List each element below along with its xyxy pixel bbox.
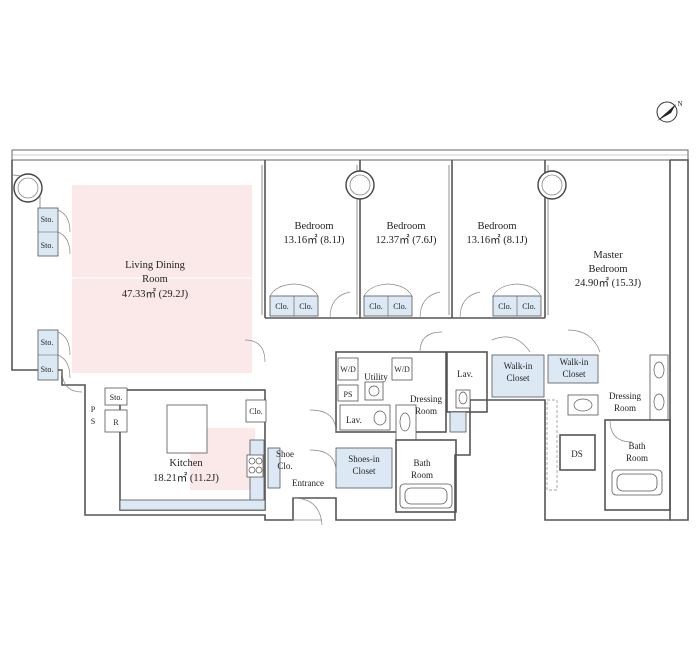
pipe-shaft: [546, 399, 558, 491]
storage-label-2: Sto.: [41, 241, 54, 250]
bedroom3-area: 13.16㎡ (8.1J): [467, 234, 528, 246]
kitchen-area: 18.21㎡ (11.2J): [153, 472, 219, 484]
closet-label-b2b: Clo.: [393, 302, 407, 311]
ps-label: PS: [344, 390, 353, 399]
closet-label-b3b: Clo.: [522, 302, 536, 311]
shoe-label: Shoe: [276, 449, 294, 459]
master-name-2: Bedroom: [588, 264, 627, 275]
closet-label-b3a: Clo.: [498, 302, 512, 311]
bedroom1-name: Bedroom: [294, 221, 333, 232]
washer-dryer-label-2: W/D: [394, 365, 410, 374]
bedroom2-name: Bedroom: [386, 221, 425, 232]
shoe-closet-label: Clo.: [277, 461, 292, 471]
dressing-label-1: Dressing: [410, 394, 442, 404]
washer-dryer-label-1: W/D: [340, 365, 356, 374]
structural-columns: [13, 170, 567, 203]
kitchen-storage-label: Sto.: [110, 393, 123, 402]
master-dressing: [567, 354, 669, 421]
ds-duct: [559, 434, 596, 471]
north-compass-icon: N: [656, 100, 683, 123]
master-name: Master: [593, 250, 623, 261]
bath-room-label-1: Room: [411, 470, 433, 480]
ps-p-label: P: [91, 405, 96, 414]
bath-label-1: Bath: [414, 458, 431, 468]
shoes-in-closet-label: Closet: [352, 466, 376, 476]
living-storage-units: [37, 207, 71, 381]
lav-2-fixtures: [446, 351, 488, 433]
walkin-closet-label-1: Closet: [506, 373, 530, 383]
storage-label-3: Sto.: [41, 338, 54, 347]
kitchen-name: Kitchen: [169, 458, 203, 469]
bedroom-walls: [261, 160, 549, 319]
bedroom-closets: [269, 283, 542, 319]
living-room-name-2: Room: [142, 274, 168, 285]
utility-label: Utility: [364, 372, 388, 382]
kitchen-fixtures: [104, 387, 267, 511]
entrance-area: [267, 447, 393, 526]
refrigerator-label: R: [113, 418, 119, 427]
bedroom3-name: Bedroom: [477, 221, 516, 232]
walk-in-closets: [491, 354, 599, 398]
living-room-name: Living Dining: [125, 260, 186, 271]
dressing-room-label-1: Room: [415, 406, 437, 416]
living-room-area: 47.33㎡ (29.2J): [122, 288, 189, 300]
ps-s-label: S: [91, 417, 95, 426]
bedroom1-area: 13.16㎡ (8.1J): [284, 234, 345, 246]
balcony-strip: [11, 149, 689, 161]
bedroom2-area: 12.37㎡ (7.6J): [376, 234, 437, 246]
lav-label-1: Lav.: [346, 415, 362, 425]
shoes-in-label: Shoes-in: [348, 454, 380, 464]
closet-label-b1b: Clo.: [299, 302, 313, 311]
kitchen-closet-label: Clo.: [249, 407, 263, 416]
bath-label-2: Bath: [629, 441, 646, 451]
lav-label-2: Lav.: [457, 369, 473, 379]
bath-room-label-2: Room: [626, 453, 648, 463]
right-wall: [670, 159, 689, 521]
closet-label-b1a: Clo.: [275, 302, 289, 311]
entrance-label: Entrance: [292, 478, 324, 488]
walkin-label-1: Walk-in: [504, 361, 533, 371]
walkin-label-2: Walk-in: [560, 357, 589, 367]
storage-label-1: Sto.: [41, 215, 54, 224]
compass-letter: N: [677, 100, 682, 108]
dressing-room-label-2: Room: [614, 403, 636, 413]
dressing-label-2: Dressing: [609, 391, 641, 401]
master-bath: [604, 419, 671, 511]
master-area: 24.90㎡ (15.3J): [575, 277, 642, 289]
central-bath: [395, 439, 457, 513]
storage-label-4: Sto.: [41, 365, 54, 374]
interior-doors: [61, 329, 633, 473]
ds-label: DS: [571, 449, 583, 459]
utility-area: [335, 351, 447, 441]
living-floor-fill: [72, 185, 252, 373]
closet-label-b2a: Clo.: [369, 302, 383, 311]
walkin-closet-label-2: Closet: [562, 369, 586, 379]
